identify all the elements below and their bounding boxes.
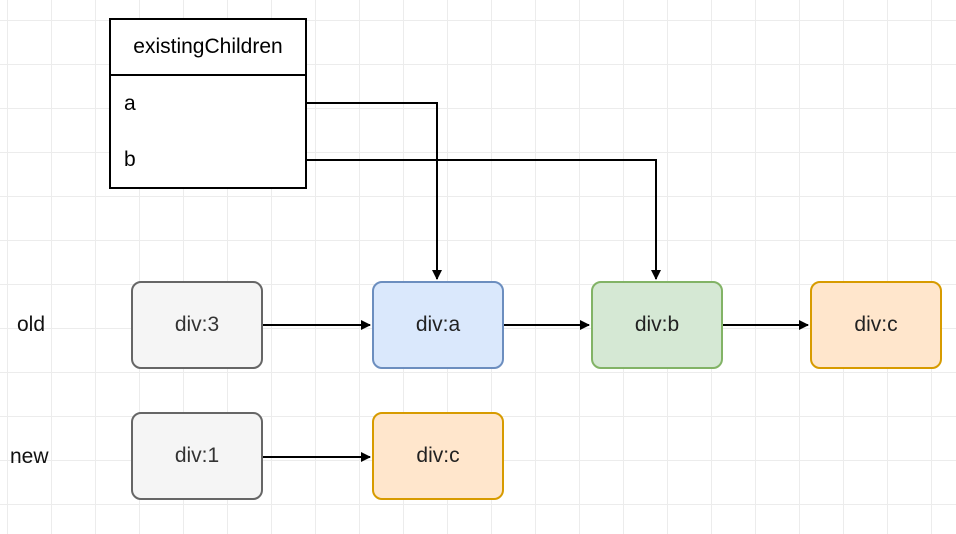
node-div-c-new: div:c (372, 412, 504, 500)
existing-children-table: existingChildren a b (109, 18, 307, 189)
node-div-a: div:a (372, 281, 504, 369)
table-row-b: b (124, 148, 136, 171)
new-row-label: new (10, 445, 49, 468)
table-title: existingChildren (111, 20, 305, 76)
table-row-a: a (124, 92, 136, 115)
edge-b-to-div-b (307, 159, 661, 280)
node-div-1: div:1 (131, 412, 263, 500)
node-div-3: div:3 (131, 281, 263, 369)
node-div-c-old: div:c (810, 281, 942, 369)
node-div-b: div:b (591, 281, 723, 369)
old-row-label: old (17, 313, 46, 336)
edge-a-to-div-a (307, 102, 442, 280)
